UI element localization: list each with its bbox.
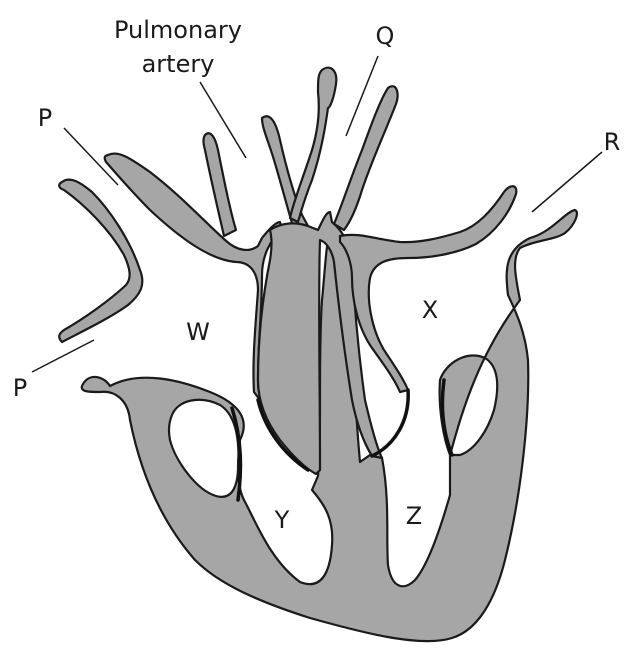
left-atrium-wall <box>59 180 142 342</box>
label-q: Q <box>376 22 395 50</box>
label-y: Y <box>274 506 290 534</box>
aorta-upper <box>290 68 336 222</box>
vena-cava-Q <box>334 86 398 230</box>
label-x: X <box>422 296 438 324</box>
label-w: W <box>186 318 210 346</box>
leader-r <box>532 152 602 212</box>
label-r: R <box>604 128 621 156</box>
label-artery: artery <box>142 50 215 78</box>
label-z: Z <box>406 502 422 530</box>
heart-wall <box>82 210 577 641</box>
label-pulmonary: Pulmonary <box>114 16 242 44</box>
label-p-upper: P <box>38 104 52 132</box>
vessel-branch-left <box>204 133 237 236</box>
pulmonary-artery <box>262 116 308 236</box>
label-p-lower: P <box>13 374 27 402</box>
leader-p-lower <box>32 340 94 372</box>
